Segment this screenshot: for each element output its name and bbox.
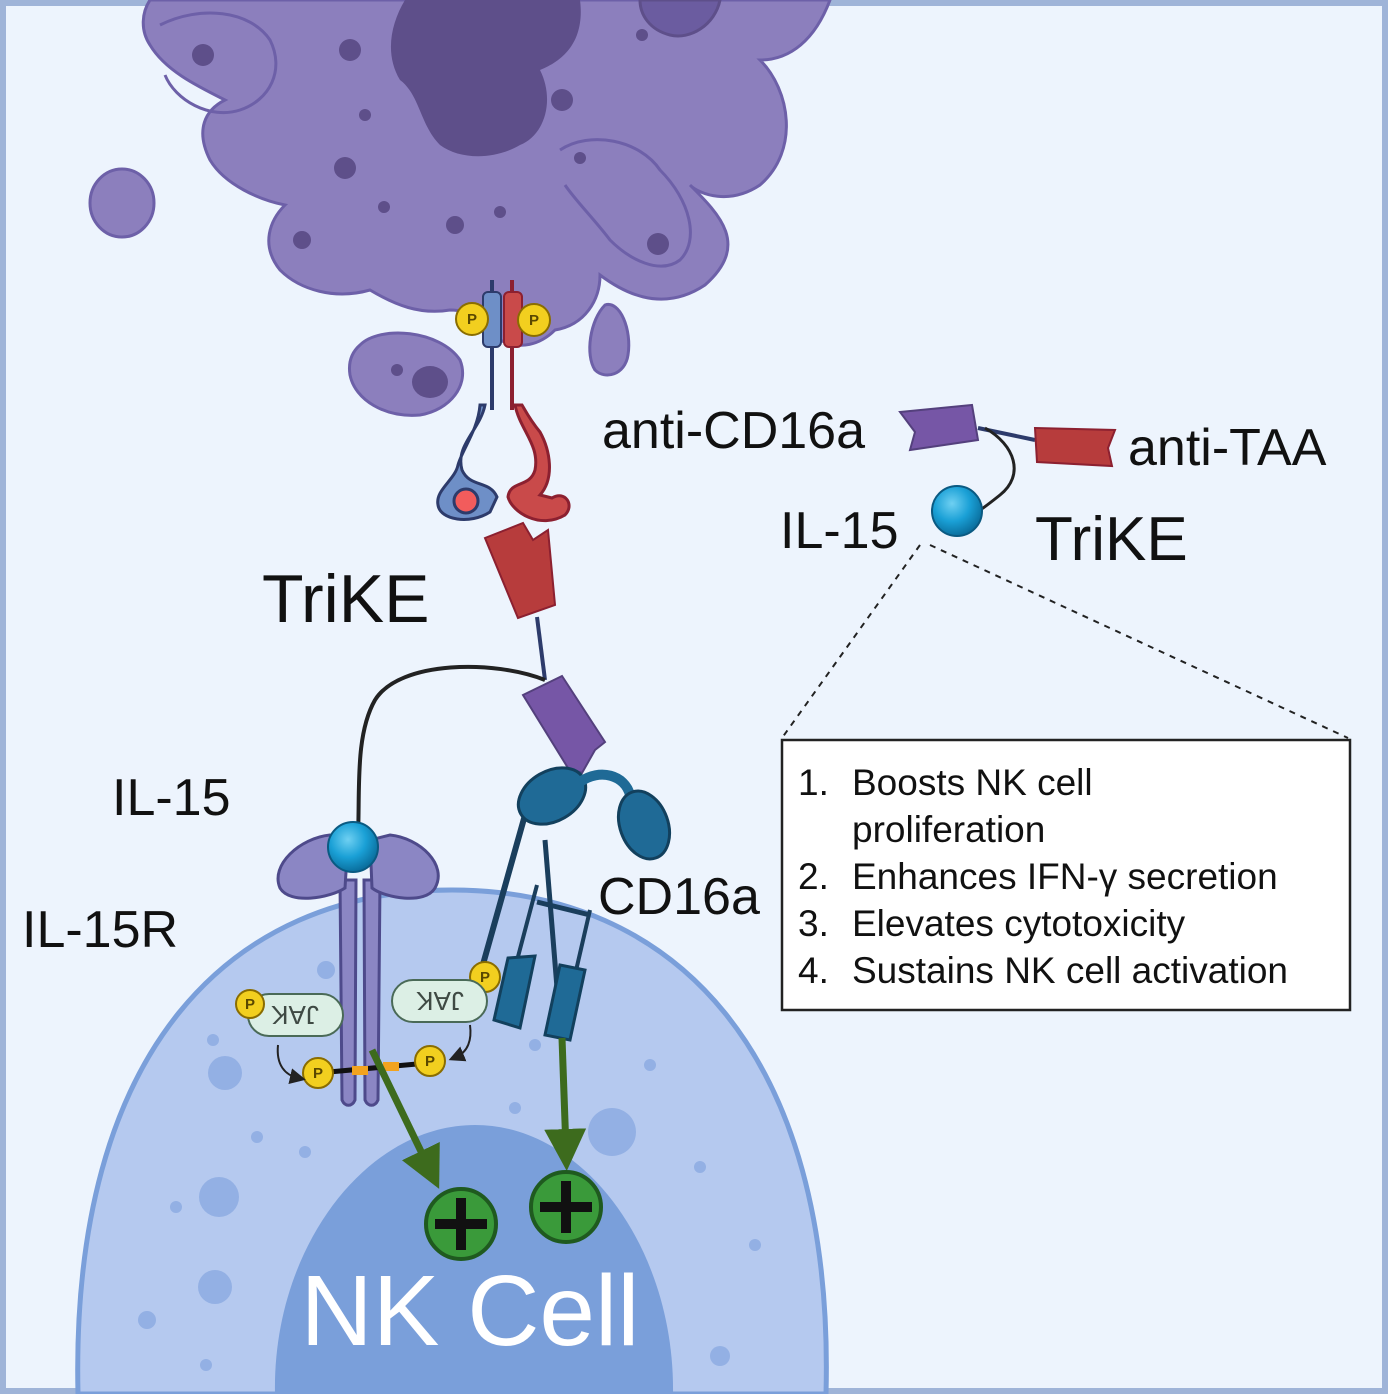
- tumor-fragments: [88, 167, 631, 417]
- effect-number: 2.: [798, 856, 829, 897]
- effect-text: proliferation: [852, 809, 1045, 850]
- il15-receptor: [276, 821, 440, 1107]
- phospho-badge: [455, 302, 489, 336]
- phospho-label: P: [313, 1065, 323, 1082]
- stat-phosphorylation: P P: [276, 1024, 472, 1089]
- effect-number: 3.: [798, 903, 829, 944]
- phospho-label: P: [467, 311, 477, 328]
- legend-trike-molecule: [898, 403, 1117, 537]
- plus-icon: [529, 1170, 603, 1244]
- il15-label-main: IL-15: [112, 769, 231, 827]
- effects-box: 1. Boosts NK cell proliferation 2. Enhances …: [780, 738, 1352, 1012]
- plus-icon: [424, 1187, 498, 1261]
- effect-text: Elevates cytotoxicity: [852, 903, 1186, 944]
- effect-text: Boosts NK cell: [852, 762, 1093, 803]
- phospho-label: P: [529, 312, 539, 329]
- jak-label: JAK: [416, 986, 464, 1016]
- phospho-badge: [517, 303, 551, 337]
- trike-label-main: TriKE: [262, 561, 429, 637]
- effect-text: Enhances IFN-γ secretion: [852, 856, 1278, 897]
- effects-list: 1. Boosts NK cell proliferation 2. Enhances …: [798, 762, 1288, 991]
- phospho-label: P: [245, 996, 255, 1013]
- phospho-badge: [235, 989, 265, 1019]
- il15-bound-icon: [327, 821, 379, 873]
- phospho-badge: [414, 1045, 446, 1077]
- tumor-phospho-group: P P: [455, 302, 551, 337]
- anti-taa-label: anti-TAA: [1128, 419, 1327, 477]
- jak-label: JAK: [271, 1000, 319, 1030]
- effect-number: 1.: [798, 762, 829, 803]
- phospho-label: P: [480, 969, 490, 986]
- effect-text: Sustains NK cell activation: [852, 950, 1288, 991]
- jak-right: JAK: [391, 979, 488, 1023]
- activation-arrows: [368, 1037, 587, 1189]
- bound-trike: [356, 521, 607, 836]
- cd16a-receptor: P: [469, 766, 672, 1042]
- cd16a-label: CD16a: [598, 868, 760, 926]
- trike-legend-label: TriKE: [1035, 505, 1188, 574]
- effect-number: 4.: [798, 950, 829, 991]
- zoom-lines: [781, 544, 1349, 739]
- nk-cell-label: NK Cell: [301, 1255, 640, 1367]
- phospho-label: P: [425, 1053, 435, 1070]
- tumor-cell: [141, 0, 832, 347]
- jak-left: JAK P: [235, 989, 344, 1037]
- il15-legend-icon: [931, 485, 983, 537]
- anti-cd16a-label: anti-CD16a: [602, 402, 865, 460]
- taa-receptor: [436, 280, 571, 523]
- il15r-label: IL-15R: [22, 901, 178, 959]
- il15-legend-label: IL-15: [780, 502, 899, 560]
